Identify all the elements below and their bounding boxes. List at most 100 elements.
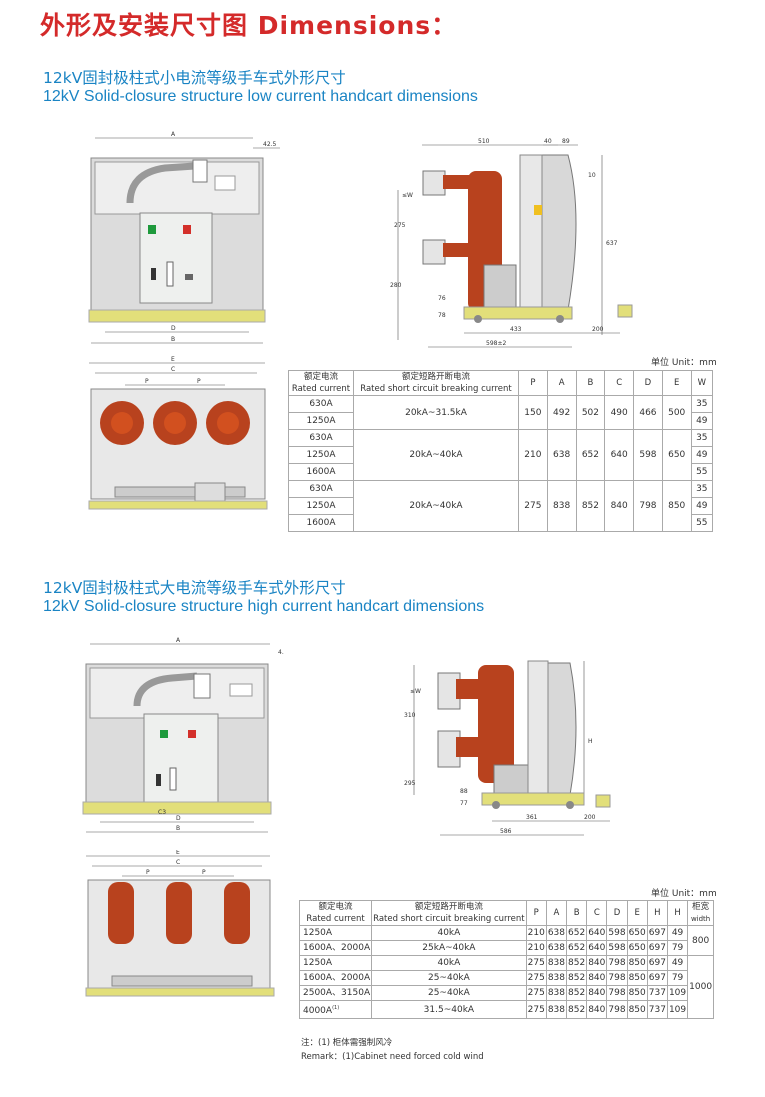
cell-width: 800 [687,925,715,956]
s2-side-wlabel: ≤W [410,688,421,695]
cell-value: 275 [525,1000,547,1019]
cell-current: 630A [288,429,354,447]
section1-title-en: 12kV Solid-closure structure low current… [43,88,478,105]
section1-unit: 单位 Unit：mm [651,358,717,368]
header-width-cn: 柜宽 [692,902,710,912]
cell-value: 850 [661,480,692,532]
cell-value: 840 [586,970,608,986]
s1-side-h2: 275 [394,222,406,229]
section2-top-view: E C P P [85,850,275,997]
cell-value: 492 [546,395,577,430]
table-row: 4000A(1) 31.5~40kA 275 838 852 840 798 8… [298,1000,714,1019]
s1-top-label-p1: P [145,378,149,385]
cell-current: 630A [288,395,354,413]
note-cn: 注：(1) 柜体需强制风冷 [301,1038,393,1048]
cell-breaking: 25kA~40kA [371,940,527,956]
cell-width: 1000 [687,955,715,1019]
table-row: 630A 20kA~40kA 275 838 852 840 798 850 3… [288,480,714,532]
cell-value: 697 [646,970,668,986]
table-row: 630A 20kA~31.5kA 150 492 502 490 466 500… [288,395,714,430]
header-col: A [545,900,568,926]
s1-side-b2: 200 [592,326,604,333]
s2-side-h4: 88 [460,788,468,795]
s2-side-h5: 77 [460,800,468,807]
footnote-mark: (1) [332,1005,340,1011]
cell-w: 49 [690,446,714,464]
cell-value: 850 [626,985,648,1001]
page-title: 外形及安装尺寸图 Dimensions： [40,11,458,40]
cell-value: 466 [633,395,663,430]
header-col: C [604,370,635,396]
section1-front-view: A 42.5 D B [88,131,280,344]
cell-current: 1600A [288,514,354,532]
cell-value: 737 [646,1000,668,1019]
cell-value: 852 [575,480,606,532]
cell-current: 4000A(1) [298,1000,373,1019]
cell-value: 502 [575,395,606,430]
header-col: W [690,370,714,396]
cell-current: 1250A [298,955,373,971]
s1-side-b3: 598±2 [486,340,506,347]
cell-value: 852 [566,1000,588,1019]
cell-w: 35 [690,429,714,447]
header-col: D [606,900,628,926]
cell-value: 838 [545,955,568,971]
cell-value: 840 [586,955,608,971]
s1-side-w3: 89 [562,138,570,145]
header-breaking-en: Rated short circuit breaking current [360,384,512,394]
table-row: 1600A、2000A 25kA~40kA 210 638 652 640 59… [298,940,714,956]
table-row: 1600A 55 [288,514,714,532]
cell-value: 850 [626,955,648,971]
s2-front-label-d: D [176,815,181,822]
s1-front-label-d: D [171,325,176,332]
cell-value: 737 [646,985,668,1001]
cell-value: 838 [546,480,577,532]
s2-side-b1: 361 [526,814,538,821]
cell-value: 49 [666,955,689,971]
table-row: 1250A 49 [288,497,714,515]
section1-side-view: 510 40 89 10 ≤W 275 637 280 76 78 433 20… [390,138,633,348]
header-breaking-cn: 额定短路开断电流 [414,902,483,912]
cell-value: 697 [646,925,668,941]
cell-current: 1600A、2000A [298,970,373,986]
table-row: 2500A、3150A 25~40kA 275 838 852 840 798 … [298,985,714,1001]
header-col: P [525,900,547,926]
cell-current: 2500A、3150A [298,985,373,1001]
header-current-en: Rated current [306,914,365,924]
s1-side-b1: 433 [510,326,522,333]
s1-side-h1: 10 [588,172,596,179]
cell-current: 1250A [288,412,354,430]
cell-value: 640 [586,925,608,941]
section2-title-cn: 12kV固封极柱式大电流等级手车式外形尺寸 [43,579,346,597]
s1-top-label-c: C [171,366,175,373]
cell-value: 650 [661,429,692,481]
s2-top-label-p1: P [146,869,150,876]
s2-front-label-off: 4. [278,649,284,656]
cell-current: 630A [288,480,354,498]
s2-front-label-b: B [176,825,180,832]
cell-breaking: 20kA~31.5kA [353,395,519,430]
s2-side-b3: 586 [500,828,512,835]
section2-title-en: 12kV Solid-closure structure high curren… [43,598,485,615]
cell-value: 598 [606,940,628,956]
s1-top-label-e: E [171,356,175,363]
s1-top-label-p2: P [197,378,201,385]
cell-current: 1600A [288,463,354,481]
cell-value: 640 [586,940,608,956]
cell-w: 55 [690,514,714,532]
header-col: H [666,900,689,926]
cell-current: 1600A、2000A [298,940,373,956]
cell-value: 640 [604,429,635,481]
s2-side-h1: 310 [404,712,416,719]
table-row: 1250A 40kA 210 638 652 640 598 650 697 4… [298,925,715,956]
s1-side-h3: 637 [606,240,618,247]
cell-value: 109 [666,1000,689,1019]
cell-current: 1250A [298,925,373,941]
cell-value: 79 [666,940,689,956]
cell-value: 697 [646,955,668,971]
s2-front-label-c3: C3 [158,809,166,816]
s2-front-label-a: A [176,637,181,644]
cell-value: 798 [633,480,663,532]
